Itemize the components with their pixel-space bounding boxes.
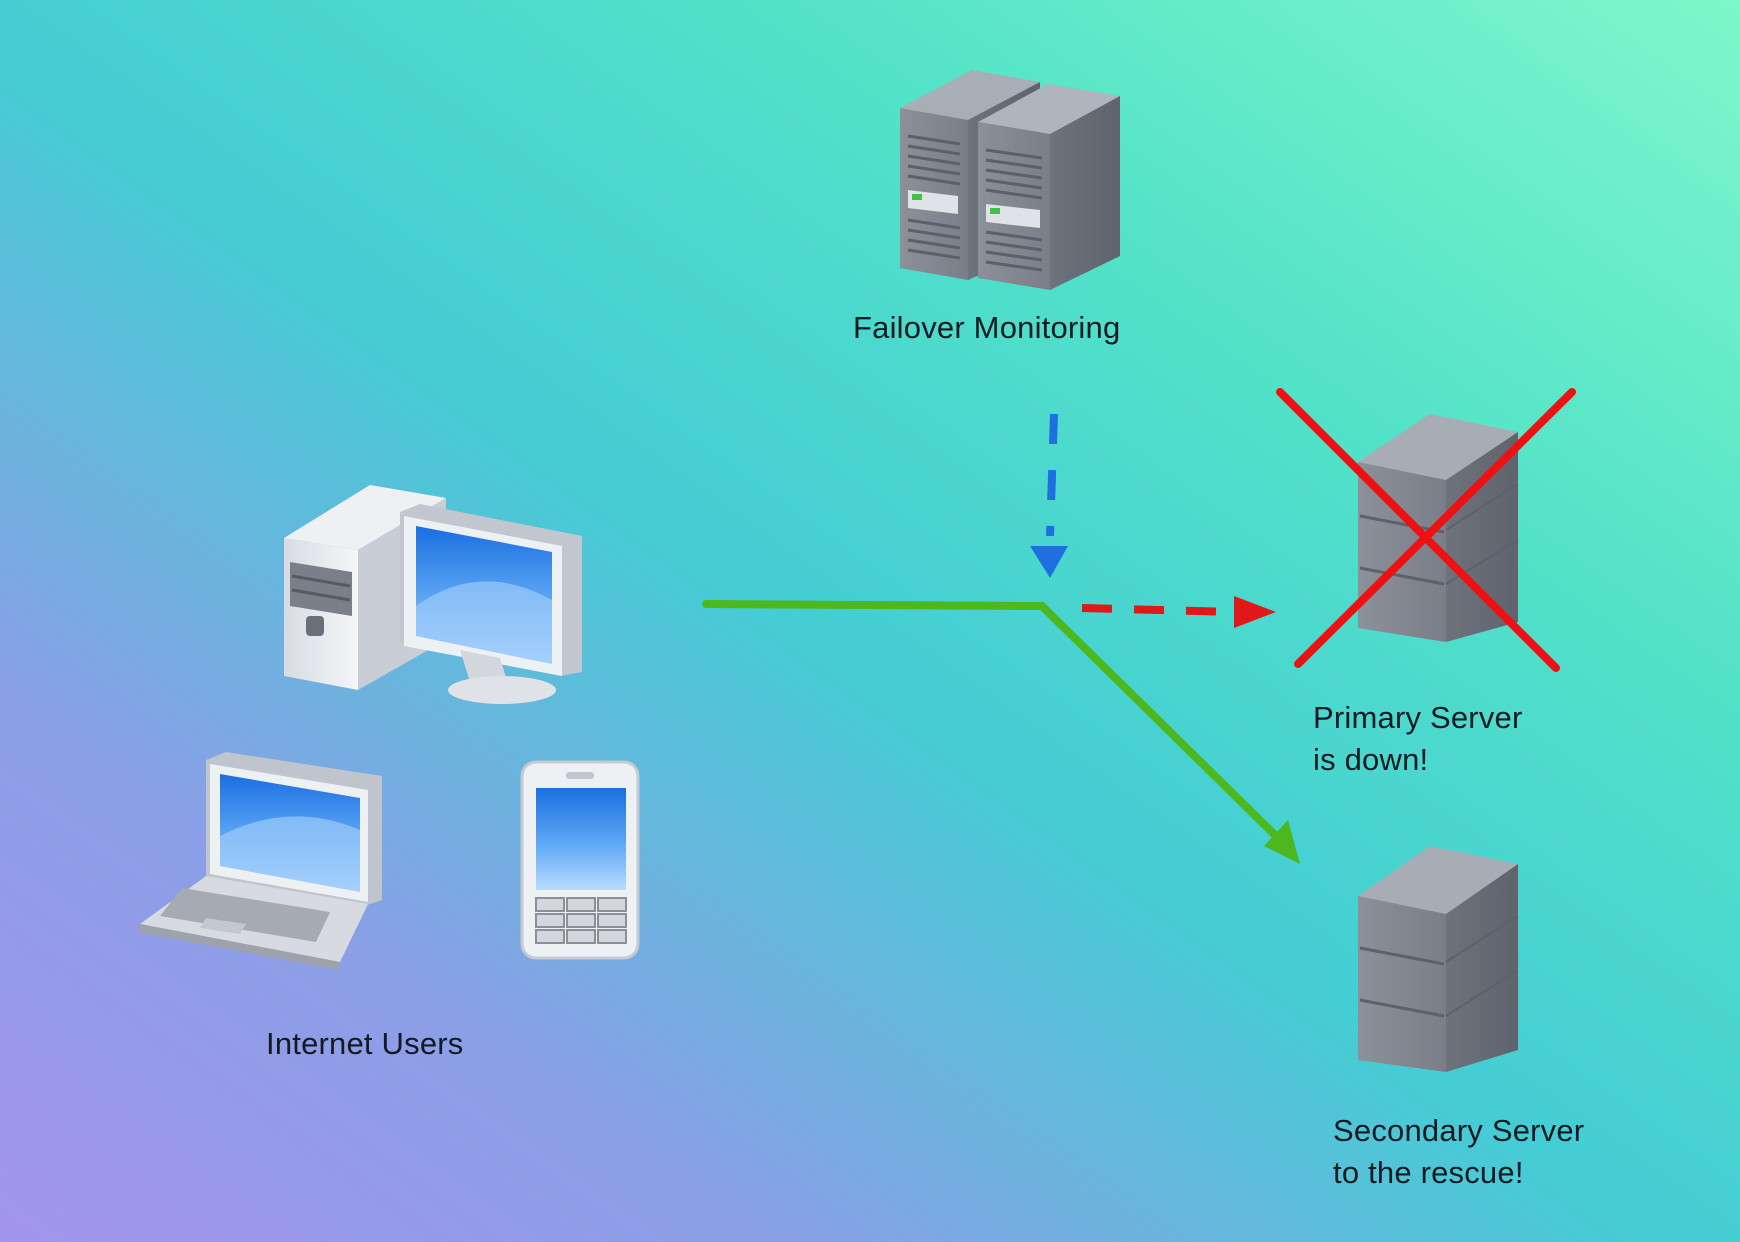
- failover-monitoring-label: Failover Monitoring: [853, 307, 1120, 349]
- secondary-server-label-line1: Secondary Server: [1333, 1113, 1585, 1148]
- internet-users-text: Internet Users: [266, 1026, 464, 1061]
- traffic-line-incoming: [702, 600, 1046, 610]
- failed-route-arrow: [1081, 596, 1276, 628]
- primary-server-icon: [1358, 414, 1519, 642]
- primary-server-label-line1: Primary Server: [1313, 700, 1523, 735]
- failure-cross-icon: [1276, 388, 1576, 672]
- secondary-server-label: Secondary Server to the rescue!: [1333, 1110, 1584, 1194]
- secondary-server-label-line2: to the rescue!: [1333, 1155, 1524, 1190]
- mobile-phone-icon: [520, 760, 640, 960]
- server-cluster-icon: [900, 70, 1120, 290]
- failover-monitoring-text: Failover Monitoring: [853, 310, 1121, 345]
- reroute-arrow: [1038, 602, 1300, 864]
- monitoring-arrow: [1030, 413, 1068, 578]
- primary-server-label-line2: is down!: [1313, 742, 1429, 777]
- secondary-server-icon: [1358, 846, 1519, 1072]
- laptop-icon: [138, 752, 382, 970]
- desktop-computer-icon: [284, 485, 582, 704]
- internet-users-label: Internet Users: [266, 1023, 464, 1065]
- primary-server-label: Primary Server is down!: [1313, 697, 1523, 781]
